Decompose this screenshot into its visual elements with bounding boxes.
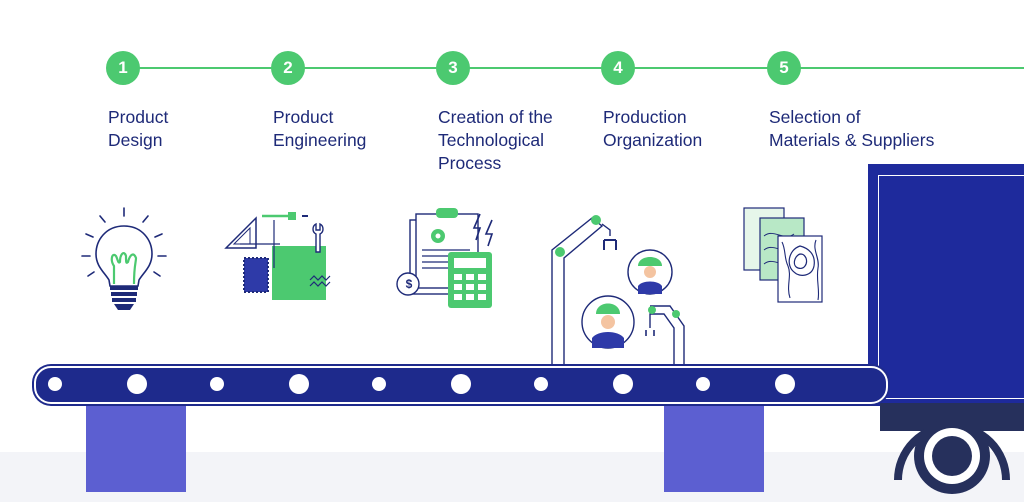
step-3-label: Creation of the Technological Process: [438, 107, 553, 173]
step-5-number: 5: [767, 51, 801, 85]
conveyor-leg-right: [664, 400, 764, 492]
step-2-label: Product Engineering: [273, 107, 367, 150]
conveyor-belt: [34, 366, 888, 404]
conveyor-roller: [127, 374, 147, 394]
truck-wheel-icon: [894, 418, 1010, 494]
step-4-label: Production Organization: [603, 107, 703, 150]
step-3-number: 3: [436, 51, 470, 85]
step-4-number: 4: [601, 51, 635, 85]
step-1-number: 1: [106, 51, 140, 85]
conveyor-roller: [372, 377, 386, 391]
truck-door: [878, 175, 1024, 399]
conveyor-roller: [534, 377, 548, 391]
robotic-arm-workers-icon: [551, 215, 685, 366]
truck-body: [868, 164, 1024, 406]
conveyor-roller: [289, 374, 309, 394]
step-2-number: 2: [271, 51, 305, 85]
dollar-coin-icon: $: [405, 277, 413, 291]
step-1-label: Product Design: [108, 107, 169, 150]
conveyor-roller: [48, 377, 62, 391]
conveyor-leg-left: [86, 400, 186, 492]
step-5-label: Selection of Materials & Suppliers: [769, 107, 935, 150]
conveyor-roller: [775, 374, 795, 394]
conveyor-roller: [451, 374, 471, 394]
document-calculator-icon: [396, 208, 494, 308]
conveyor-roller: [696, 377, 710, 391]
conveyor-roller: [210, 377, 224, 391]
materials-swatches-icon: [743, 207, 823, 303]
light-bulb-icon: [81, 207, 167, 310]
timeline-line: [122, 67, 1024, 69]
conveyor-roller: [613, 374, 633, 394]
engineering-tools-icon: [224, 212, 331, 300]
